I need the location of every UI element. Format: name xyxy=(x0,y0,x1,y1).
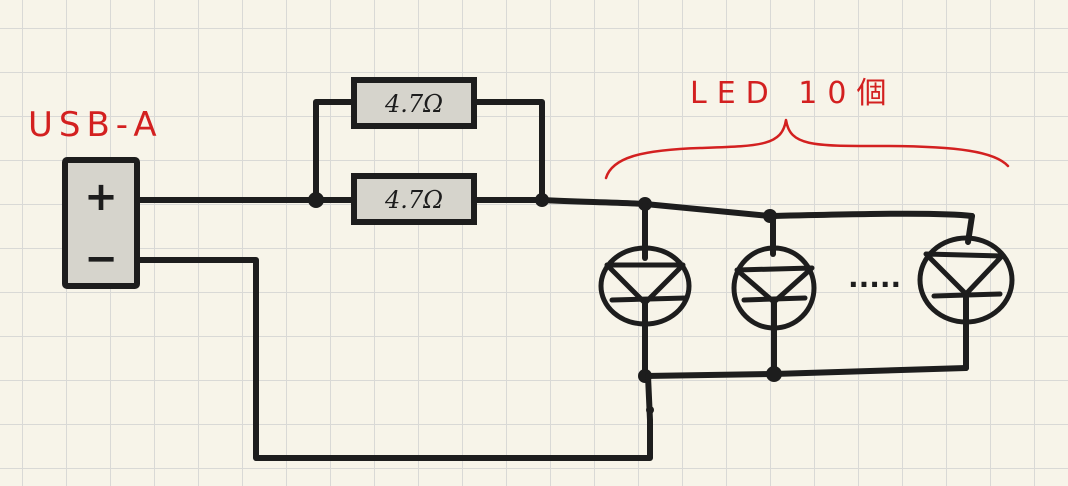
led-10 xyxy=(917,213,1015,371)
junction-node xyxy=(766,366,782,382)
led-group-brace xyxy=(604,118,1010,180)
resistor-top-label: 4.7Ω xyxy=(384,90,443,118)
resistor-bottom xyxy=(351,173,477,225)
parallel-branch-left xyxy=(313,99,357,203)
minus-terminal-label: − xyxy=(84,236,118,282)
negative-wire xyxy=(134,257,653,461)
plus-terminal-label: + xyxy=(84,174,118,220)
junction-node xyxy=(646,406,654,414)
usb-connector xyxy=(62,157,140,289)
led-bottom-rail xyxy=(642,365,969,379)
led-1 xyxy=(598,201,692,379)
led-count-label: LED 10個 xyxy=(690,76,896,111)
led-top-rail xyxy=(539,197,975,219)
resistor-top xyxy=(351,77,477,129)
more-leds-ellipsis: ····· xyxy=(848,268,901,301)
usb-label: USB-A xyxy=(28,105,163,145)
resistor-bottom-label: 4.7Ω xyxy=(384,186,443,214)
parallel-branch-right xyxy=(471,99,545,203)
led-2 xyxy=(731,213,817,377)
junction-node xyxy=(308,192,324,208)
